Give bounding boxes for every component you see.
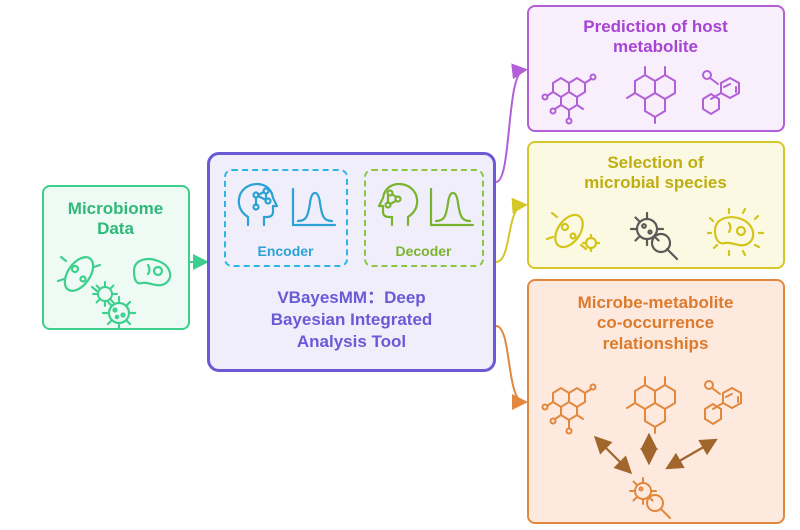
magnifier-germ-icon <box>629 477 671 519</box>
bacterium-icon <box>56 255 102 293</box>
benzene-chain-icon <box>702 70 740 116</box>
microbiome-data-title: Microbiome Data <box>67 199 164 239</box>
tool-title: VBayesMM：Deep Bayesian Integrated Analys… <box>270 288 433 352</box>
double-arrow-right <box>665 438 718 470</box>
molecule-icon <box>541 383 597 435</box>
prediction-title: Prediction of host metabolite <box>583 17 728 57</box>
bacterium-icon <box>545 211 601 253</box>
selection-box: Selection of microbial species <box>527 141 785 269</box>
molecule-icon <box>541 73 597 125</box>
head-network-icon <box>377 182 419 227</box>
benzene-chain-icon <box>704 380 742 426</box>
polycyclic-molecule-icon <box>626 66 676 124</box>
encoder-label: Encoder <box>257 243 314 259</box>
virus-icon <box>101 295 137 331</box>
selection-title: Selection of microbial species <box>584 153 727 193</box>
microbiome-data-box: Microbiome Data <box>42 185 190 331</box>
arrow-tool-to-prediction <box>495 63 528 183</box>
virus-icon <box>92 281 118 307</box>
decoder-box: Decoder <box>364 169 484 267</box>
prediction-box: Prediction of host metabolite <box>527 5 785 132</box>
arrow-tool-to-selection <box>495 197 528 263</box>
head-network-icon <box>237 182 279 227</box>
magnifier-germ-icon <box>629 211 679 261</box>
polycyclic-molecule-icon <box>626 376 676 434</box>
vbayesmm-tool-box: Encoder Decoder VBayesMM：Deep Bayesian I… <box>207 152 496 372</box>
decoder-label: Decoder <box>395 243 452 259</box>
bacterium-icon <box>132 258 172 287</box>
distribution-curve-icon <box>429 187 475 227</box>
double-arrow-left <box>593 435 633 475</box>
relationships-title: Microbe-metabolite co-occurrence relatio… <box>577 293 734 353</box>
bacterium-icon <box>707 207 765 257</box>
arrow-tool-to-relationships <box>495 325 528 410</box>
encoder-box: Encoder <box>224 169 348 267</box>
relationships-box: Microbe-metabolite co-occurrence relatio… <box>527 279 785 524</box>
relationship-arrows <box>593 432 718 475</box>
distribution-curve-icon <box>291 187 337 227</box>
